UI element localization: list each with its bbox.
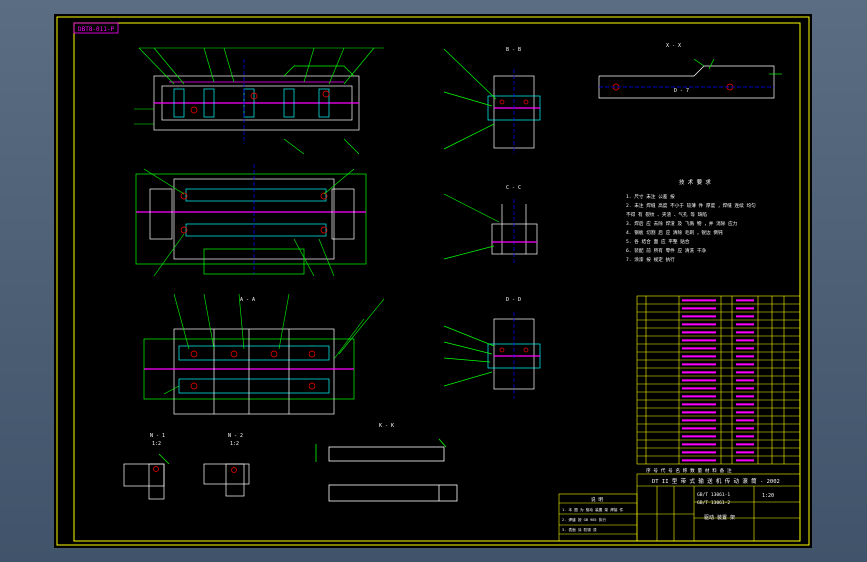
section-view-bb	[443, 48, 541, 154]
notes-line-6: 5. 各 结合 面 应 平整 贴合	[626, 238, 690, 245]
view-label-n1: N - 1	[150, 433, 165, 439]
title-block-name: 驱动 装置 架	[704, 514, 735, 521]
view-label-bb: B - B	[506, 47, 521, 53]
notes-line-5: 4. 钢板 切割 后 应 清除 毛刺 ，锐边 倒钝	[626, 229, 723, 236]
title-block-scale: 1:20	[762, 493, 774, 499]
section-view-aa-leaders	[163, 293, 385, 395]
view-label-kk: K - K	[379, 423, 394, 429]
left-note-line-2: 2. 焊缝 按 GB 985 执行	[562, 517, 606, 522]
top-view	[135, 164, 367, 275]
title-block-main: DT II 型 带 式 输 送 机 传 动 滚 筒 - 2002	[652, 477, 780, 485]
top-view-leaders	[143, 168, 355, 277]
left-note-title: 说 明	[591, 496, 603, 503]
title-block-std-a: GB/T 13061-1	[697, 492, 730, 498]
notes-title: 技 术 要 求	[679, 178, 711, 186]
outer-border	[56, 16, 810, 546]
section-view-aa	[143, 328, 355, 415]
front-view	[153, 59, 360, 144]
stamp-label: DBT8-011-P	[78, 26, 115, 33]
view-label-aa: A - A	[240, 297, 255, 303]
parts-list-header: 序 号 代 号 名 称 数 量 材 料 备 注	[646, 467, 732, 474]
notes-line-8: 7. 涂漆 按 规定 执行	[626, 256, 675, 263]
front-view-leaders	[134, 47, 384, 155]
parts-list-frame	[636, 295, 801, 465]
title-block	[636, 473, 801, 542]
inner-border	[73, 22, 801, 542]
section-view-cc	[443, 193, 538, 264]
detail-n2	[203, 463, 250, 497]
left-note-line-3: 3. 表面 涂 防锈 漆	[562, 527, 597, 532]
stamp-label-box	[73, 22, 119, 34]
title-block-std-b: GB/T 13061-2	[697, 500, 730, 506]
cad-drawing-canvas[interactable]: DBT8-011-P	[54, 14, 812, 548]
view-label-cc: C - C	[506, 185, 521, 191]
flat-plate-xx	[598, 58, 782, 99]
notes-line-1: 1. 尺寸 未注 公差 按	[626, 193, 675, 200]
left-note-box	[558, 493, 638, 542]
flat-plate-label: D - 7	[674, 88, 689, 94]
view-label-dd: D - D	[506, 297, 521, 303]
view-label-xx: X - X	[666, 43, 681, 49]
notes-line-4: 3. 焊后 应 去除 焊渣 及 飞溅 物 ，并 消除 应力	[626, 220, 738, 227]
section-view-dd	[443, 312, 541, 399]
view-ratio-n1: 1:2	[152, 441, 161, 447]
view-label-n2: N - 2	[228, 433, 243, 439]
detail-n1	[123, 453, 170, 500]
parts-list-table	[636, 295, 801, 465]
drawing-viewport[interactable]: DBT8-011-P	[54, 14, 812, 548]
flat-bar-bottom	[328, 484, 458, 502]
left-note-line-1: 1. 本 图 为 驱动 装置 架 焊接 件	[562, 507, 624, 512]
technical-notes: 技 术 要 求 1. 尺寸 未注 公差 按 2. 未注 焊缝 高度 不小于 较薄…	[626, 178, 756, 263]
notes-line-3: 不得 有 裂纹 、夹渣 、气孔 等 缺陷	[626, 211, 707, 218]
view-ratio-n2: 1:2	[230, 441, 239, 447]
flat-bar-top	[315, 438, 447, 462]
notes-line-7: 6. 装配 前 所有 零件 应 清洗 干净	[626, 247, 706, 254]
notes-line-2: 2. 未注 焊缝 高度 不小于 较薄 件 厚度 ，焊缝 连续 均匀	[626, 202, 756, 209]
